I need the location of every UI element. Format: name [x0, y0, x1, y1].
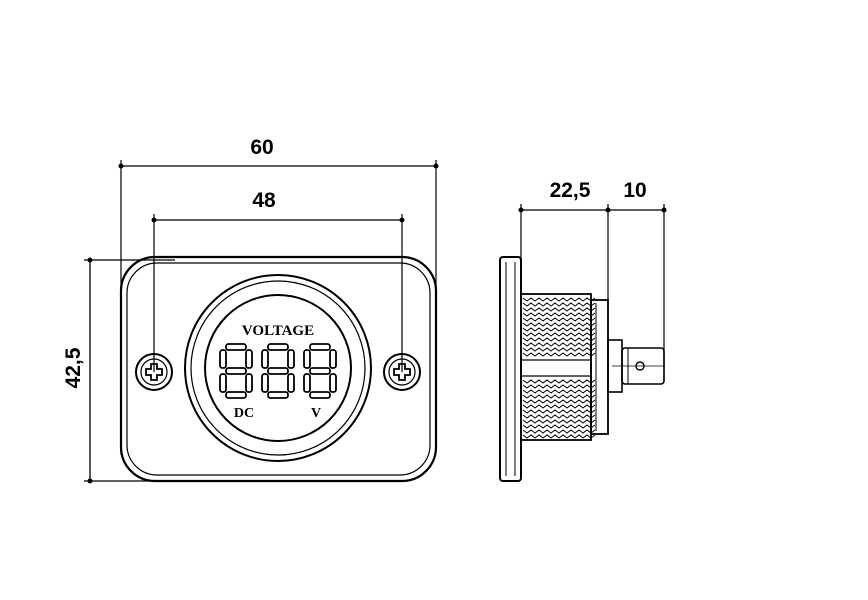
side-nut: [590, 299, 609, 435]
dimension-body-depth: 22,5: [518, 179, 611, 300]
dimension-label-overall-height: 42,5: [62, 347, 85, 388]
dimension-terminal-length: 10: [608, 179, 667, 366]
side-flange: [499, 256, 522, 482]
front-view: 60 48 42,5: [62, 136, 439, 484]
display-unit-dc: DC: [234, 406, 254, 421]
dimension-label-body-depth: 22,5: [550, 179, 591, 202]
dimension-label-overall-width: 60: [250, 136, 273, 159]
display-title: VOLTAGE: [242, 323, 314, 339]
display-digit: [261, 343, 295, 399]
display-digit: [219, 343, 253, 399]
display-digits: [219, 343, 337, 399]
screw-left-icon: [135, 353, 173, 391]
display-unit-v: V: [311, 406, 321, 421]
dimension-label-terminal-length: 10: [623, 179, 646, 202]
dimension-screw-spacing: 48: [151, 189, 405, 372]
mounting-plate: [119, 255, 438, 483]
threaded-body: [520, 293, 596, 441]
screw-right-icon: [383, 353, 421, 391]
dimension-label-screw-spacing: 48: [252, 189, 276, 212]
display-digit: [303, 343, 337, 399]
dimension-overall-height: 42,5: [62, 257, 175, 484]
display-bezel: [184, 274, 372, 462]
side-view: 22,5 10: [499, 179, 667, 482]
terminal-connector-icon: [607, 339, 665, 393]
